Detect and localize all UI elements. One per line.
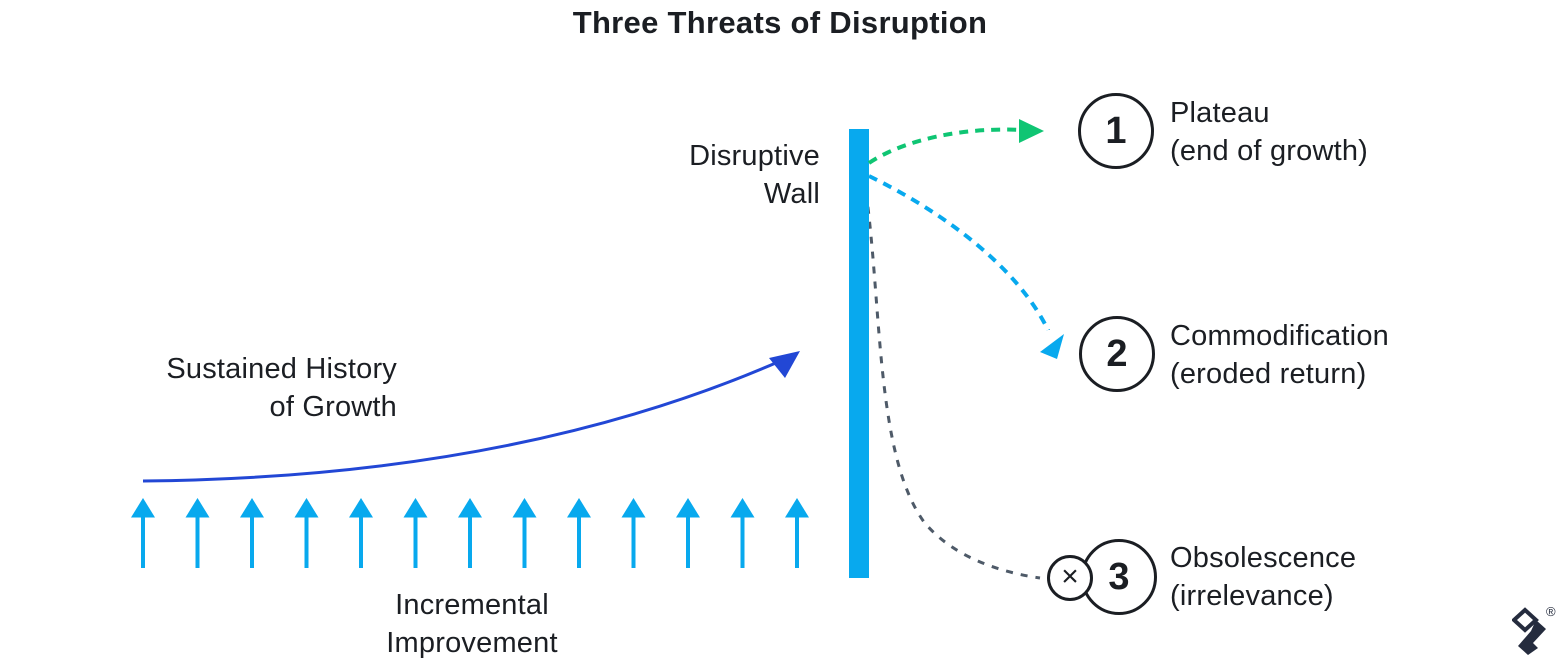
disruptive-wall-bar [849,129,869,578]
incremental-improvement-label-line1: Incremental [395,589,549,621]
threat-2-number: 2 [1106,332,1128,375]
growth-curve-arrowhead-icon [769,351,800,378]
threat-3-name: Obsolescence [1170,542,1357,574]
commodification-arrowhead-icon [1040,334,1064,359]
incremental-arrow-head-icon [512,498,537,518]
obsolescence-curve [864,191,1041,580]
threat-3-label: Obsolescence (irrelevance) [1170,539,1530,615]
threat-2-circle: 2 [1079,316,1155,392]
incremental-arrow-head-icon [785,498,809,518]
threat-3-x-circle: × [1047,555,1093,601]
incremental-improvement-label-line2: Improvement [386,627,558,659]
incremental-arrow-head-icon [730,498,755,518]
threat-2-detail: (eroded return) [1170,358,1367,390]
incremental-arrow-head-icon [131,498,155,518]
sustained-growth-label-line2: of Growth [269,391,397,423]
registered-trademark: ® [1546,604,1556,619]
threat-3-number: 3 [1108,555,1130,598]
threat-1-circle: 1 [1078,93,1154,169]
disruptive-wall-label: Disruptive Wall [520,137,820,213]
disruptive-wall-label-line1: Disruptive [689,140,820,172]
incremental-arrow-head-icon [621,498,646,518]
incremental-arrow-head-icon [240,498,264,518]
incremental-arrow-head-icon [349,498,373,518]
sustained-growth-label: Sustained History of Growth [97,350,397,426]
commodification-curve [868,174,1050,331]
growth-curve [142,360,779,483]
x-mark-icon: × [1061,559,1079,593]
threat-3-detail: (irrelevance) [1170,580,1334,612]
incremental-arrow-head-icon [185,498,210,518]
sustained-growth-label-line1: Sustained History [166,353,397,385]
incremental-arrow-head-icon [676,498,700,518]
threat-2-name: Commodification [1170,320,1389,352]
threat-1-detail: (end of growth) [1170,135,1369,167]
incremental-improvement-label: Incremental Improvement [322,586,622,662]
threat-1-number: 1 [1105,109,1127,152]
incremental-arrow-head-icon [567,498,591,518]
threat-3-circle: 3 [1081,539,1157,615]
threat-1-name: Plateau [1170,97,1270,129]
plateau-curve [867,127,1023,165]
incremental-arrow-head-icon [294,498,319,518]
incremental-arrow-head-icon [403,498,428,518]
toptal-logo: ® [1511,604,1560,659]
threat-1-label: Plateau (end of growth) [1170,94,1530,170]
incremental-arrows [131,498,809,568]
diagram-title: Three Threats of Disruption [572,5,988,40]
incremental-arrow-head-icon [458,498,482,518]
threat-2-label: Commodification (eroded return) [1170,317,1530,393]
disruptive-wall-label-line2: Wall [763,178,820,210]
plateau-arrowhead-icon [1019,119,1044,143]
toptal-logo-icon [1511,607,1546,655]
